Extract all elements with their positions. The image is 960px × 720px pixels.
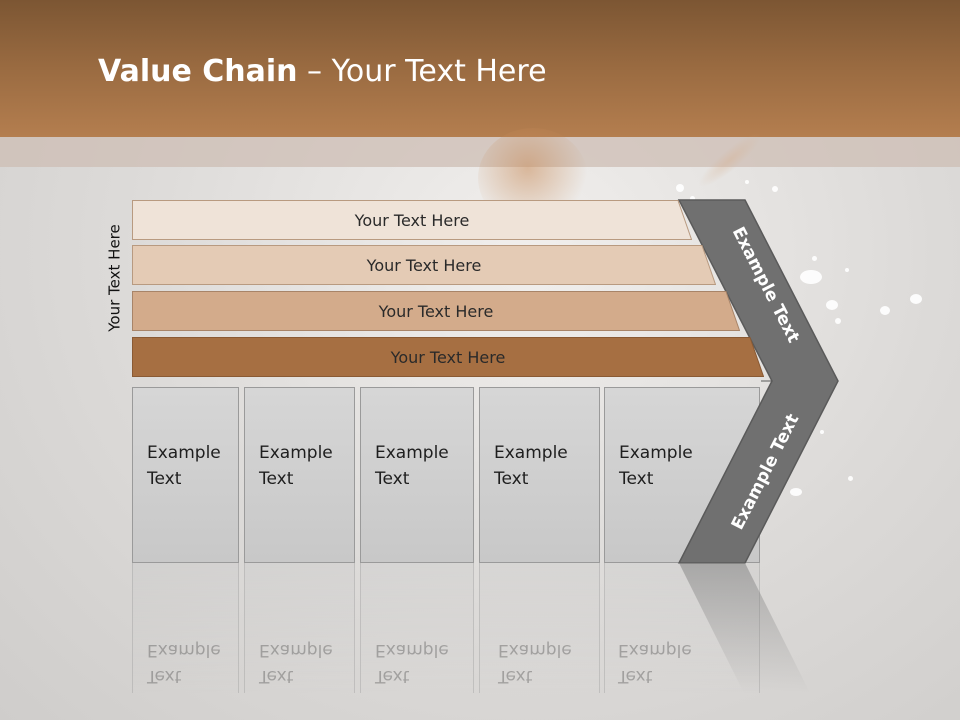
box-2-line1: Example	[259, 443, 333, 463]
box-4-line2: Text	[494, 469, 529, 489]
box-1-line2: Text	[147, 469, 182, 489]
splatter-dot	[880, 306, 890, 315]
example-box-4[interactable]: Example Text	[479, 387, 600, 563]
splatter-dot	[745, 180, 749, 184]
header-bar	[0, 0, 960, 137]
splatter-dot	[826, 300, 838, 310]
splatter-dot	[910, 294, 922, 304]
example-box-2[interactable]: Example Text	[244, 387, 355, 563]
splatter-dot	[772, 186, 778, 192]
example-box-3[interactable]: Example Text	[360, 387, 474, 563]
bar-1-label: Your Text Here	[354, 210, 470, 230]
box-3-line1: Example	[375, 443, 449, 463]
title-bold: Value Chain	[98, 54, 298, 89]
box-5-line1: Example	[619, 443, 693, 463]
box-2-line2: Text	[259, 469, 294, 489]
splatter-dot	[848, 476, 853, 481]
bar-1[interactable]: Your Text Here	[132, 200, 692, 240]
bar-3-label: Your Text Here	[378, 301, 494, 321]
slide-title: Value Chain – Your Text Here	[98, 54, 547, 89]
splatter-dot	[820, 430, 824, 434]
box-5-line2: Text	[619, 469, 654, 489]
splatter-dot	[800, 270, 822, 284]
box-1-line1: Example	[147, 443, 221, 463]
splatter-dot	[676, 184, 684, 192]
bar-2[interactable]: Your Text Here	[132, 245, 716, 285]
box-4-line1: Example	[494, 443, 568, 463]
splatter-dot	[812, 256, 817, 261]
bar-shape	[132, 291, 740, 331]
bar-3[interactable]: Your Text Here	[132, 291, 740, 331]
splatter-dot	[845, 268, 849, 272]
bar-4[interactable]: Your Text Here	[132, 337, 764, 377]
title-rest: – Your Text Here	[297, 54, 547, 89]
bar-shape	[132, 200, 692, 240]
splatter-dot	[835, 318, 841, 324]
bar-2-label: Your Text Here	[366, 255, 482, 275]
box-3-line2: Text	[375, 469, 410, 489]
bar-shape	[132, 337, 764, 377]
bar-4-label: Your Text Here	[390, 347, 506, 367]
splatter-dot	[690, 196, 695, 201]
splatter-dot	[790, 488, 802, 496]
bar-shape	[132, 245, 716, 285]
example-box-1[interactable]: Example Text	[132, 387, 239, 563]
